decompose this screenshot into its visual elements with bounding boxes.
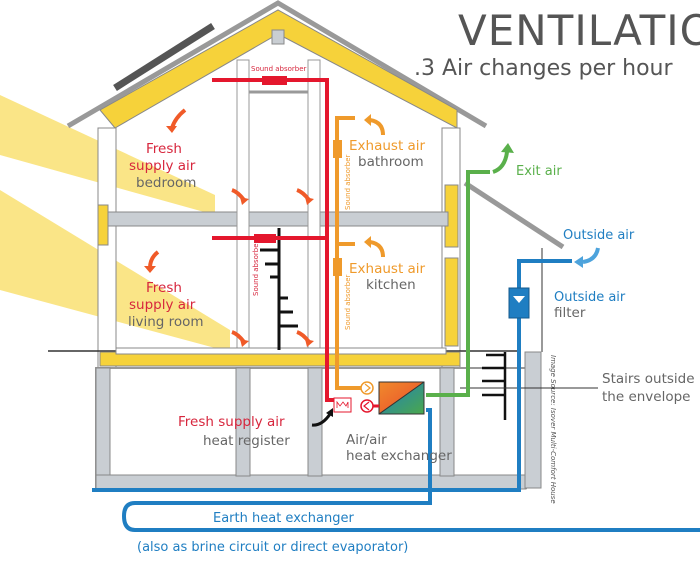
- kitchen-exhaust-label: Exhaust air: [349, 261, 426, 277]
- exhaust-sound-absorber-lower: [333, 258, 342, 276]
- living-room-label: living room: [128, 314, 204, 330]
- title-heading: VENTILATION: [458, 6, 700, 55]
- bathroom-room-label: bathroom: [358, 154, 424, 170]
- kitchen-room-label: kitchen: [366, 277, 416, 293]
- right-wall-insulation-lower: [444, 257, 459, 347]
- sound-absorber-vert-lower-label: Sound absorber: [344, 274, 352, 330]
- bedroom-supply-label: supply air: [129, 158, 196, 174]
- bedroom-room-label: bedroom: [136, 175, 196, 191]
- supply-fan-chevron: [363, 401, 370, 411]
- exhaust-arrows: [369, 118, 385, 258]
- earth-heat-exchanger-label: Earth heat exchanger: [213, 511, 355, 526]
- exit-air-label: Exit air: [516, 164, 562, 179]
- exit-air-duct: [426, 170, 490, 397]
- exhaust-fan-icon: [360, 381, 374, 395]
- exhaust-sound-absorber-upper: [333, 140, 342, 158]
- basement-column-1: [235, 367, 251, 477]
- airflow-arrowheads: [144, 126, 314, 347]
- exhaust-fan-chevron: [364, 383, 371, 393]
- roof-outline: [66, 0, 488, 129]
- outside-air-filter-label: Outside air: [554, 290, 626, 305]
- solar-panel: [113, 23, 215, 91]
- exit-arrowhead-icon: [501, 143, 514, 153]
- bathroom-exhaust-label: Exhaust air: [349, 138, 426, 154]
- ground-floor-slab-top: [115, 347, 447, 355]
- heat-exchanger-label-line1: Air/air: [346, 432, 387, 448]
- earth-loop: [121, 476, 700, 532]
- title-subheading: .3 Air changes per hour: [414, 56, 673, 81]
- sound-absorber-mid: [254, 234, 276, 243]
- bedroom-fresh-label: Fresh: [146, 141, 182, 157]
- heat-exchanger-label-line2: heat exchanger: [346, 448, 452, 464]
- annex-roof: [463, 180, 565, 250]
- outside-air-label: Outside air: [563, 228, 635, 243]
- supply-fan-icon: [360, 399, 374, 413]
- heat-register-coil: [336, 400, 349, 408]
- black-arrow-icon: [311, 413, 332, 427]
- black-arrowhead-icon: [326, 408, 333, 417]
- exit-air-arrow-icon: [492, 151, 509, 174]
- heat-exchanger-outside-duct: [426, 408, 432, 476]
- outside-air-duct: [92, 259, 572, 492]
- living-fresh-label: Fresh: [146, 280, 182, 296]
- annex-basement-wall: [524, 351, 542, 489]
- exterior-stairs: [482, 352, 507, 420]
- ridge-beam: [271, 29, 285, 45]
- outside-arrowhead-icon: [574, 256, 583, 268]
- earth-note-label: (also as brine circuit or direct evapora…: [137, 540, 408, 555]
- exhaust-arrowheads: [364, 114, 371, 248]
- basement-floor: [95, 474, 527, 490]
- column-1: [236, 59, 250, 351]
- left-wall: [97, 127, 117, 369]
- filter-icon: [513, 296, 525, 303]
- stairs-label-line1: Stairs outside: [602, 371, 695, 387]
- image-credit: Image Source: Isover Multi-Comfort House: [549, 355, 557, 504]
- living-supply-label: supply air: [129, 297, 196, 313]
- left-wall-insulation-mid: [97, 204, 109, 246]
- heat-register-label-line1: Fresh supply air: [178, 414, 285, 430]
- filter-label: filter: [554, 305, 586, 321]
- sound-absorber-vert-upper-label: Sound absorber: [344, 154, 352, 210]
- stairs-label-line2: the envelope: [602, 389, 691, 405]
- basement-wall-left: [95, 367, 111, 489]
- outside-air-arrow-icon: [582, 247, 600, 264]
- heat-register-icon: [333, 397, 352, 413]
- upper-floor-slab: [107, 211, 449, 227]
- air-air-heat-exchanger: [378, 381, 425, 415]
- column-2: [307, 59, 321, 351]
- sound-absorber-mid-label: Sound absorber: [252, 240, 260, 296]
- heat-register-label-line2: heat register: [203, 433, 290, 449]
- exhaust-air-duct: [335, 116, 362, 390]
- sound-absorber-top: [262, 76, 287, 85]
- interior-stairs: [260, 228, 298, 350]
- sound-absorber-top-label: Sound absorber: [251, 65, 307, 73]
